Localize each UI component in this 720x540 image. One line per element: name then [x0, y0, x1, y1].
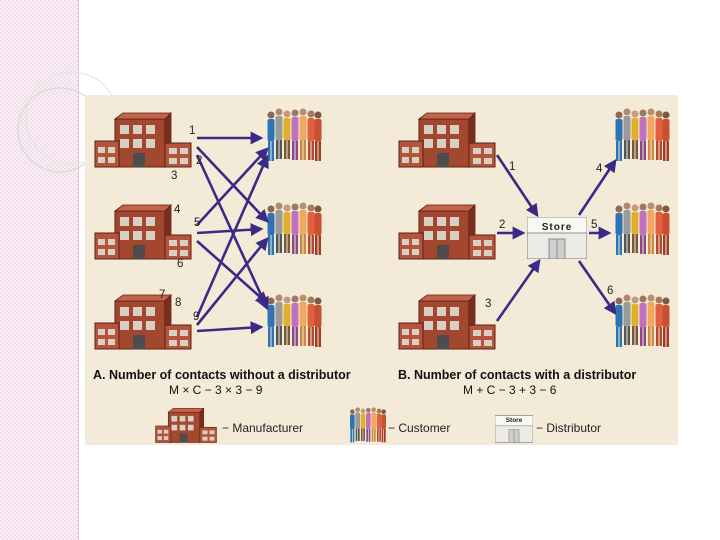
panel-a-formula: M × C − 3 × 3 − 9	[169, 383, 263, 397]
manufacturer-building-b1	[398, 112, 496, 168]
manufacturer-building-b3	[398, 294, 496, 350]
contact-number-b5: 5	[591, 219, 598, 231]
customer-group-b3	[615, 294, 670, 347]
legend-distributor-label: − Distributor	[536, 421, 602, 435]
contact-arrows-b	[495, 154, 617, 322]
legend-customer-label: − Customer	[388, 421, 451, 435]
manufacturer-building-a1	[94, 112, 192, 168]
panel-a-title: A. Number of contacts without a distribu…	[93, 368, 351, 382]
contact-number-b1: 1	[509, 161, 516, 173]
customer-group-a1	[267, 108, 322, 161]
distribution-contacts-figure: 1 2 3 4 5 6 7 8 9 1 2 3 4 5 6 Store Stor…	[85, 95, 678, 445]
contact-number-b4: 4	[596, 163, 603, 175]
contact-number-a6: 6	[177, 258, 184, 270]
contact-number-a2: 2	[196, 155, 203, 167]
contact-number-a8: 8	[175, 297, 182, 309]
contact-number-b6: 6	[607, 285, 614, 297]
panel-b-title: B. Number of contacts with a distributor	[398, 368, 637, 382]
diagram-canvas	[94, 108, 670, 443]
legend-store-label: Store	[505, 417, 523, 424]
contact-number-a9: 9	[193, 311, 200, 323]
decorative-side-strip	[0, 0, 79, 540]
panel-b-formula: M + C − 3 + 3 − 6	[463, 383, 557, 397]
manufacturer-building-b2	[398, 204, 496, 260]
contact-number-a4: 4	[174, 204, 181, 216]
contact-number-a3: 3	[171, 170, 178, 182]
customer-group-b2	[615, 202, 670, 255]
contact-number-b2: 2	[499, 219, 506, 231]
legend-manufacturer-label: − Manufacturer	[222, 421, 304, 435]
contact-number-a7: 7	[159, 289, 166, 301]
legend-manufacturer-icon	[155, 407, 217, 443]
contact-number-b3: 3	[485, 298, 492, 310]
contact-number-a5: 5	[194, 217, 201, 229]
customer-group-b1	[615, 108, 670, 161]
contact-number-a1: 1	[189, 125, 196, 137]
store-label: Store	[541, 222, 573, 233]
customer-group-a2	[267, 202, 322, 255]
customer-group-a3	[267, 294, 322, 347]
legend-customer-icon	[350, 407, 386, 443]
contact-arrows-a	[195, 131, 269, 335]
